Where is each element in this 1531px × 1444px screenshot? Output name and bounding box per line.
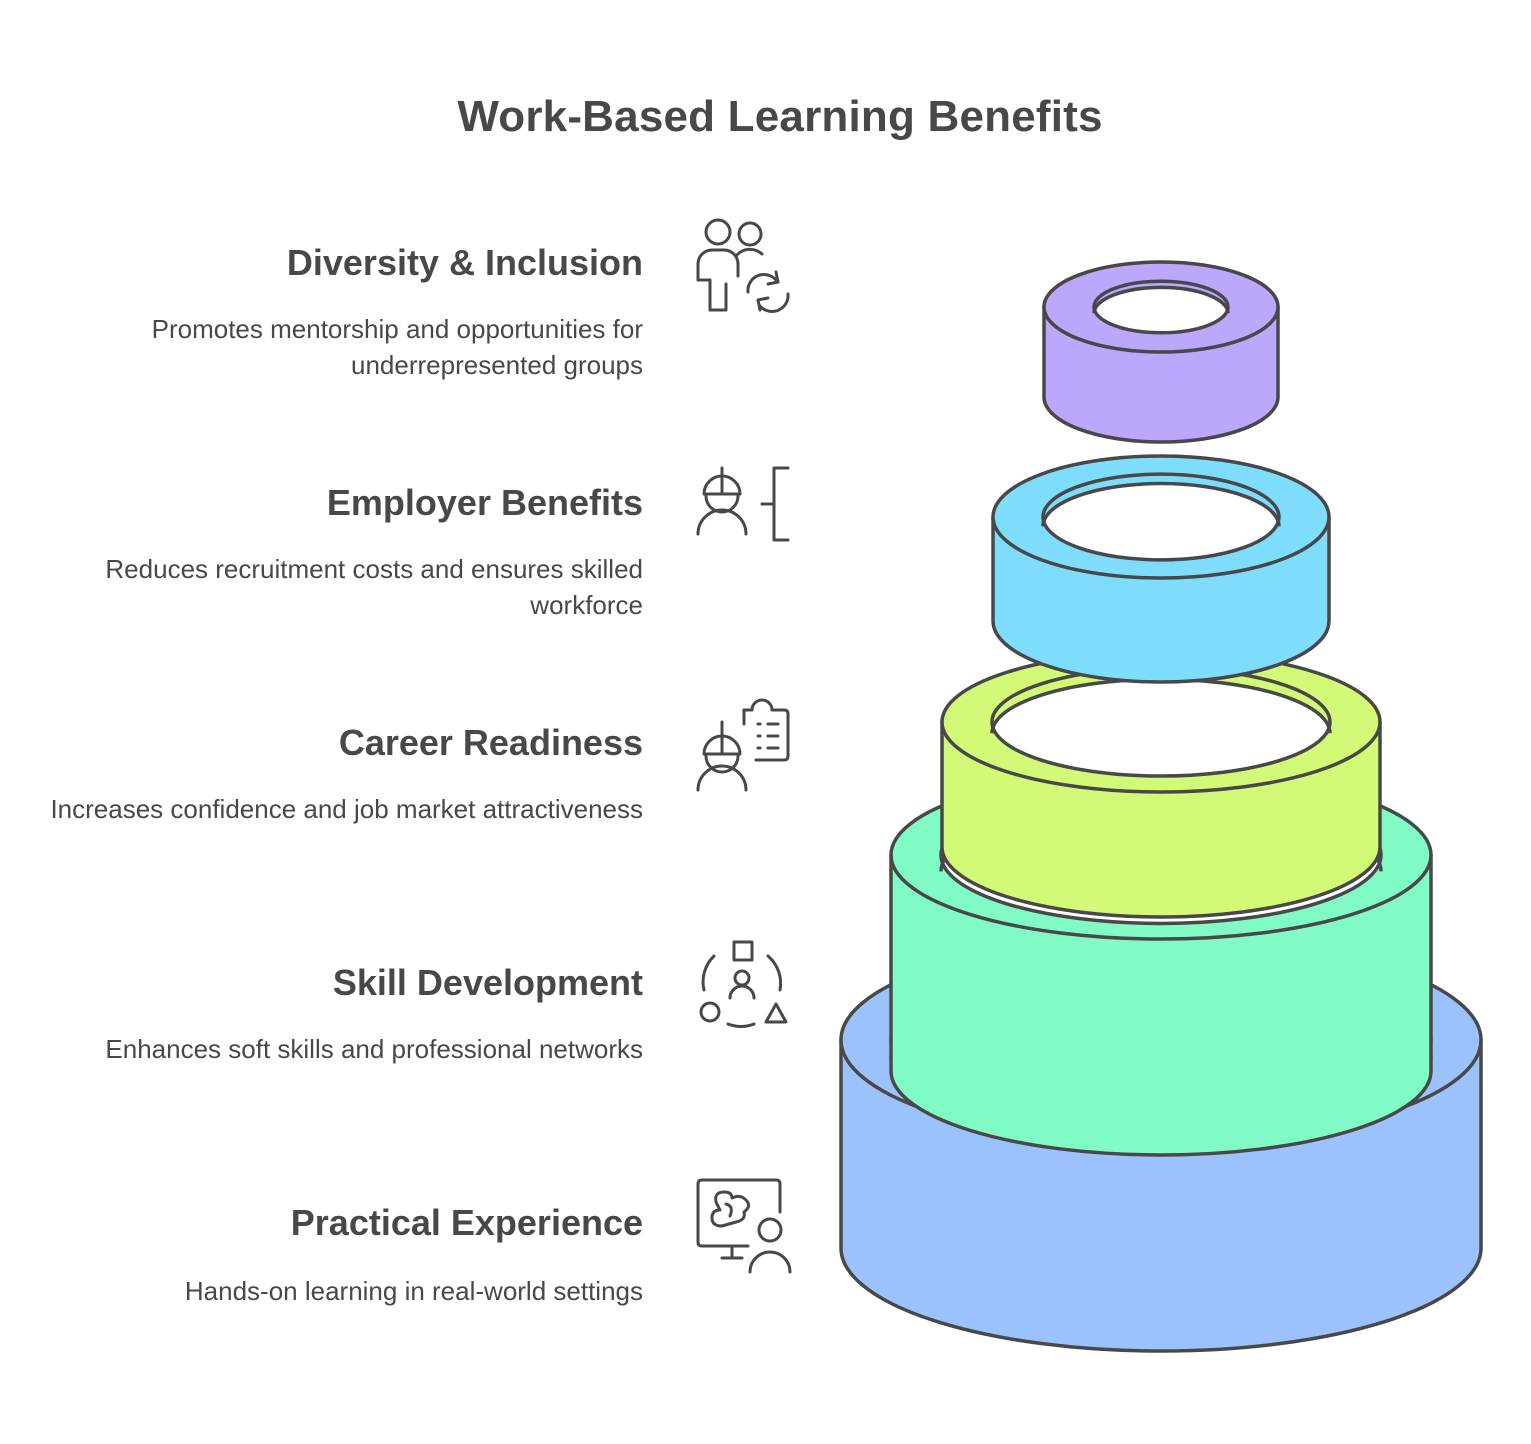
item-title: Practical Experience: [290, 1202, 643, 1243]
item-title: Skill Development: [332, 962, 643, 1003]
ring-inner-edge: [1092, 285, 1230, 314]
item-employer-benefits: Employer Benefits Reduces recruitment co…: [23, 481, 643, 623]
ring-hole: [1043, 474, 1279, 560]
ring-inner-edge: [1041, 481, 1281, 527]
ring-career-readiness: [940, 650, 1382, 919]
ring-employer-benefits: [991, 454, 1331, 684]
worker-checklist-icon: [692, 694, 792, 794]
ring-inner-rim: [1092, 279, 1230, 335]
item-description: Hands-on learning in real-world settings: [184, 1276, 643, 1306]
worker-hardhat-bracket-icon: [692, 462, 792, 562]
item-description: Increases confidence and job market attr…: [50, 794, 643, 824]
item-skill-development: Skill Development Enhances soft skills a…: [23, 961, 643, 1067]
item-title: Employer Benefits: [326, 482, 643, 523]
ring-inner-rim: [1041, 472, 1281, 562]
presentation-person-icon: [692, 1176, 792, 1276]
ring-hole: [1094, 281, 1228, 333]
item-diversity-inclusion: Diversity & Inclusion Promotes mentorshi…: [23, 241, 643, 383]
page-title: Work-Based Learning Benefits: [457, 92, 1103, 141]
ring-diversity-inclusion: [1042, 260, 1280, 444]
ring-inner-wall: [992, 667, 1330, 734]
person-shapes-cycle-icon: [692, 936, 792, 1036]
item-title: Career Readiness: [338, 722, 643, 763]
item-description: Reduces recruitment costs and ensures sk…: [105, 554, 643, 620]
item-practical-experience: Practical Experience Hands-on learning i…: [23, 1201, 643, 1309]
item-title: Diversity & Inclusion: [286, 242, 643, 283]
ring-inner-wall: [1043, 474, 1279, 527]
ring-hole: [992, 667, 1330, 777]
ring-side-wall: [889, 853, 1433, 1157]
diversity-people-cycle-icon: [692, 214, 792, 314]
item-career-readiness: Career Readiness Increases confidence an…: [23, 721, 643, 827]
item-description: Enhances soft skills and professional ne…: [105, 1034, 643, 1064]
item-description: Promotes mentorship and opportunities fo…: [151, 314, 643, 380]
